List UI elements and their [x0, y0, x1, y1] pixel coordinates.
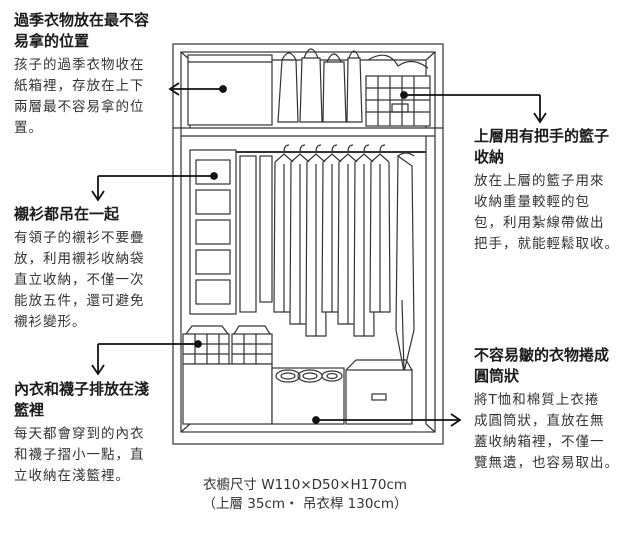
note-off-season-title: 過季衣物放在最不容 易拿的位置 [14, 11, 150, 50]
note-basket: 上層用有把手的籃子 收納 放在上層的籃子用來 收納重量較輕的包 包，利用紮線帶做… [474, 126, 634, 255]
shirt-organizer [189, 149, 273, 315]
note-off-season: 過季衣物放在最不容 易拿的位置 孩子的過季衣物收在 紙箱裡，存放在上下 兩層最不… [14, 10, 174, 139]
note-basket-title: 上層用有把手的籃子 收納 [474, 127, 610, 166]
note-shirts: 襯衫都吊在一起 有領子的襯衫不要疊 放，利用襯衫收納袋 直立收納，不僅一次 能放… [14, 204, 179, 333]
note-shirts-body: 有領子的襯衫不要疊 放，利用襯衫收納袋 直立收納，不僅一次 能放五件，還可避免 … [14, 230, 145, 330]
handled-basket [365, 54, 431, 127]
cardboard-box [187, 54, 273, 126]
bags [277, 48, 363, 123]
callout-arrows [91, 82, 547, 427]
caption-dimensions: 衣櫥尺寸 W110×D50×H170cm [202, 477, 408, 493]
note-rolled-title: 不容易皺的衣物捲成 圓筒狀 [474, 346, 610, 385]
note-underwear: 內衣和襪子排放在淺 籃裡 每天都會穿到的內衣 和襪子摺小一點，直 立收納在淺籃裡… [14, 379, 179, 487]
shallow-baskets [182, 325, 273, 425]
long-coat [395, 152, 415, 373]
note-rolled: 不容易皺的衣物捲成 圓筒狀 將T恤和棉質上衣捲 成圓筒狀，直放在無 蓋收納箱裡，… [474, 345, 634, 474]
note-underwear-title: 內衣和襪子排放在淺 籃裡 [14, 380, 150, 419]
note-off-season-body: 孩子的過季衣物收在 紙箱裡，存放在上下 兩層最不容易拿的位 置。 [14, 57, 145, 136]
hanging-shirts [273, 144, 391, 337]
note-shirts-title: 襯衫都吊在一起 [14, 205, 120, 223]
note-rolled-body: 將T恤和棉質上衣捲 成圓筒狀，直放在無 蓋收納箱裡，不僅一 覽無遺，也容易取出。 [474, 392, 619, 471]
note-basket-body: 放在上層的籃子用來 收納重量較輕的包 包，利用紮線帶做出 把手，就能輕鬆取收。 [474, 173, 619, 252]
rolled-clothes-bins [271, 359, 413, 425]
note-underwear-body: 每天都會穿到的內衣 和襪子摺小一點，直 立收納在淺籃裡。 [14, 426, 145, 484]
caption-heights: （上層 35cm・ 吊衣桿 130cm） [202, 496, 408, 512]
